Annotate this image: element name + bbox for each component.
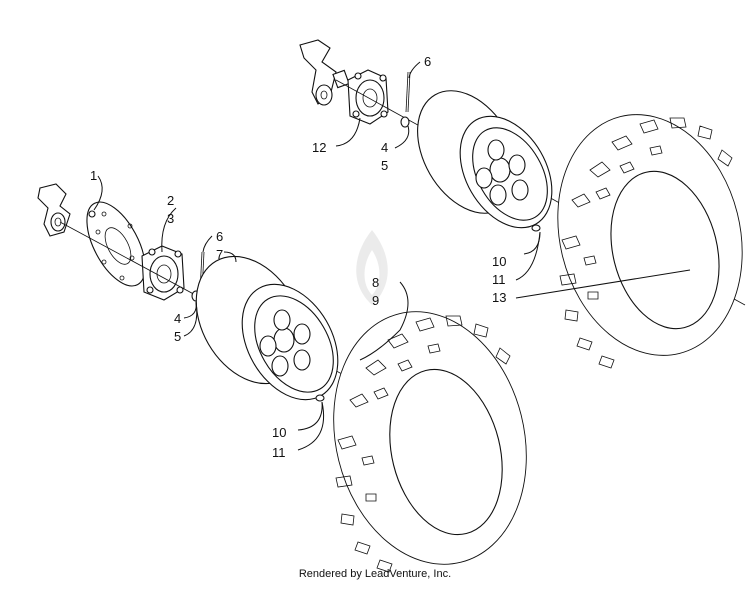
callout-10-lower: 10 bbox=[272, 425, 286, 440]
callout-6-upper: 6 bbox=[424, 54, 431, 69]
callout-10-upper: 10 bbox=[492, 254, 506, 269]
footer-credit: Rendered by LeadVenture, Inc. bbox=[298, 568, 452, 580]
lower-tire bbox=[333, 311, 527, 573]
lower-rim bbox=[195, 255, 339, 401]
callout-8-lower: 8 bbox=[372, 275, 379, 290]
callout-4-lower: 4 bbox=[174, 311, 181, 326]
callout-5-upper: 5 bbox=[381, 158, 388, 173]
leader-lines bbox=[93, 61, 691, 451]
callout-12-upper: 12 bbox=[312, 140, 326, 155]
callout-11-lower: 11 bbox=[272, 445, 286, 460]
callout-3-lower: 3 bbox=[167, 211, 174, 226]
disc-bolt bbox=[88, 210, 96, 218]
lower-valve-stem bbox=[315, 394, 325, 402]
watermark-logo bbox=[356, 230, 388, 305]
upper-rim bbox=[417, 90, 553, 229]
callout-7-lower: 7 bbox=[216, 247, 223, 262]
upper-wheel-hub bbox=[347, 69, 389, 125]
callout-labels: 6 12 4 5 10 11 13 1 2 3 6 7 4 5 8 9 10 1… bbox=[90, 54, 506, 460]
callout-1-lower: 1 bbox=[90, 168, 97, 183]
upper-axle-nut bbox=[400, 116, 410, 128]
callout-11-upper: 11 bbox=[492, 272, 506, 287]
upper-steering-knuckle bbox=[299, 39, 350, 106]
callout-6-lower: 6 bbox=[216, 229, 223, 244]
callout-9-lower: 9 bbox=[372, 293, 379, 308]
brake-disc bbox=[86, 201, 146, 287]
lower-wheel-hub bbox=[141, 245, 185, 301]
upper-valve-stem bbox=[531, 224, 541, 232]
callout-4-upper: 4 bbox=[381, 140, 388, 155]
callout-5-lower: 5 bbox=[174, 329, 181, 344]
callout-13-upper: 13 bbox=[492, 290, 506, 305]
lower-steering-knuckle bbox=[37, 183, 71, 237]
upper-cotter-pin bbox=[405, 71, 411, 113]
callout-2-lower: 2 bbox=[167, 193, 174, 208]
upper-tire bbox=[557, 114, 743, 369]
